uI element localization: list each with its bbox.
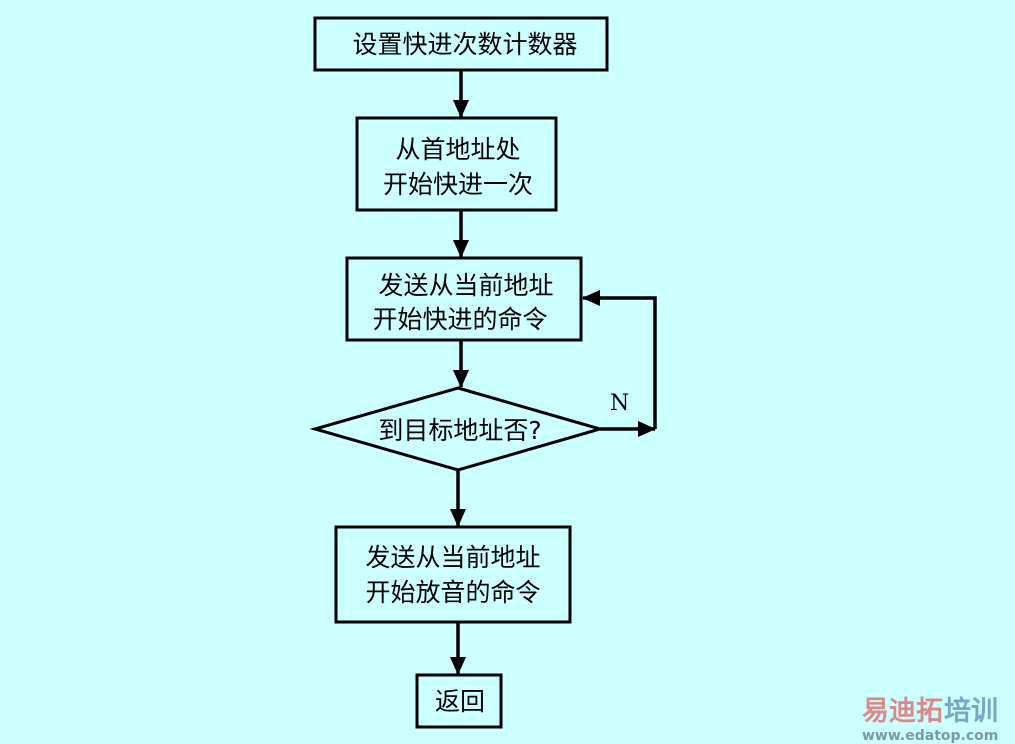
- watermark-brand-a: 易迪拓: [862, 696, 943, 727]
- loop-back-arrow: [582, 290, 657, 429]
- edge-label-no: N: [610, 391, 629, 416]
- node-decision: 到目标地址否?: [309, 386, 606, 472]
- watermark-url: www.edatop.com: [862, 728, 998, 744]
- node-send-play: 发送从当前地址 开始放音的命令: [334, 525, 572, 624]
- watermark: 易迪拓 培训 www.edatop.com: [862, 696, 998, 744]
- node-label: 开始快进一次: [383, 170, 533, 199]
- node-label: 发送从当前地址: [378, 271, 553, 300]
- node-label: 发送从当前地址: [365, 543, 540, 572]
- node-send-ff: 发送从当前地址 开始快进的命令: [345, 256, 583, 342]
- node-label: 设置快进次数计数器: [352, 30, 577, 59]
- node-set-counter: 设置快进次数计数器: [313, 16, 609, 72]
- node-label: 开始放音的命令: [365, 578, 540, 607]
- node-return: 返回: [415, 673, 503, 729]
- node-label: 从首地址处: [395, 135, 520, 164]
- node-label: 返回: [435, 687, 485, 716]
- watermark-brand-b: 培训: [944, 696, 998, 727]
- node-ff-once: 从首地址处 开始快进一次: [355, 116, 558, 212]
- node-label: 开始快进的命令: [372, 305, 547, 334]
- node-label: 到目标地址否?: [378, 416, 541, 445]
